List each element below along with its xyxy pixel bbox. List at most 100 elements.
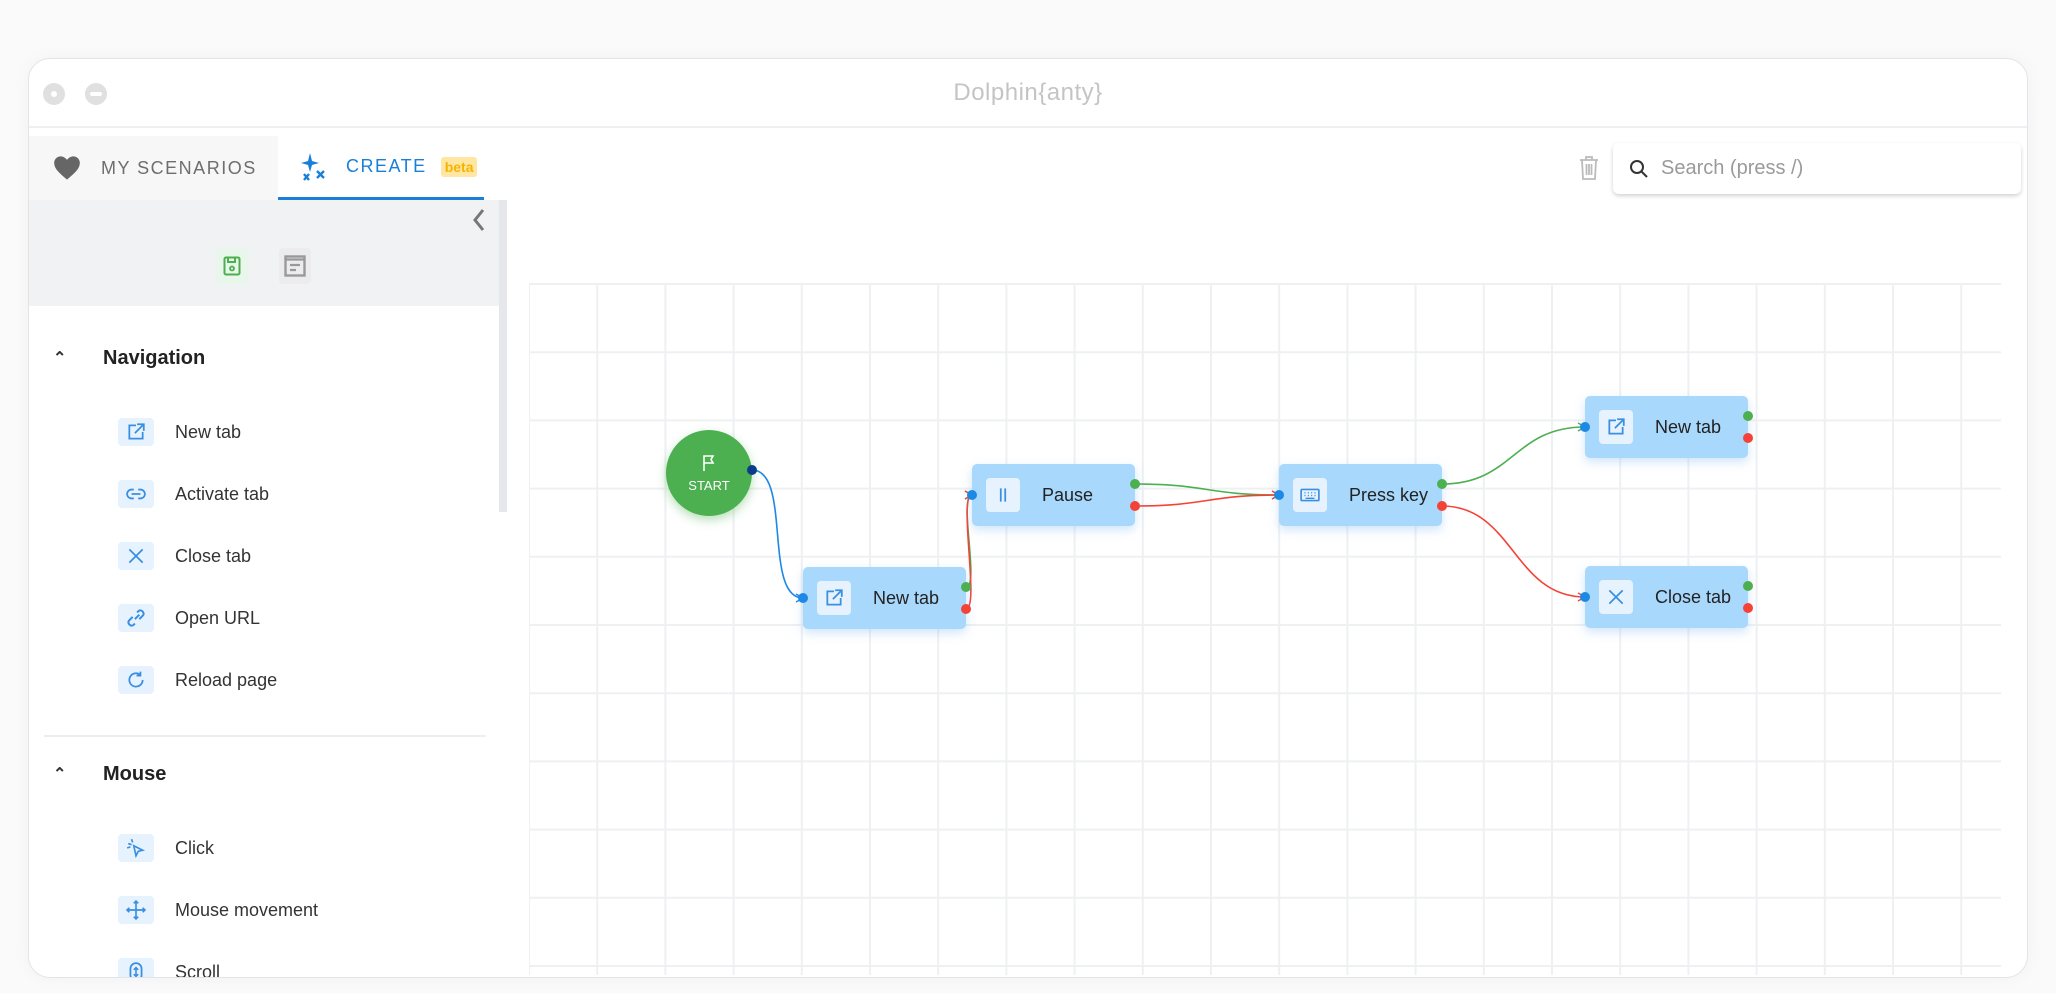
- input-port[interactable]: [967, 490, 977, 500]
- node-icon-box: [1599, 580, 1633, 614]
- search-icon: [1630, 159, 1648, 178]
- success-output-port[interactable]: [1743, 581, 1753, 591]
- node-icon-box: [817, 581, 851, 615]
- node-label: Close tab: [1655, 586, 1732, 607]
- chevron-up-icon: ⌃: [53, 350, 67, 367]
- edge-n2-n3-success[interactable]: [1134, 483, 1280, 496]
- reload-icon: [128, 671, 144, 688]
- external-link-icon: [826, 589, 843, 606]
- search-input[interactable]: [1661, 157, 2001, 180]
- move-arrows-icon: [126, 900, 146, 920]
- collapse-sidebar-button[interactable]: [469, 206, 499, 236]
- sparkles-icon: [301, 152, 325, 181]
- item-label: Click: [175, 837, 214, 858]
- input-port[interactable]: [1580, 592, 1590, 602]
- success-output-port[interactable]: [1130, 479, 1140, 489]
- item-icon-box: [118, 958, 154, 977]
- node-close-tab[interactable]: Close tab: [1585, 566, 1748, 628]
- node-icon-box: [986, 478, 1020, 512]
- node-label: New tab: [873, 587, 940, 608]
- sidebar-item-mouse-movement[interactable]: Mouse movement: [118, 892, 318, 928]
- section-divider: [44, 735, 486, 737]
- app-window: Dolphin{anty} MY SCENARIOS CREATE beta ⌃…: [28, 58, 2028, 978]
- heart-icon: [54, 156, 80, 180]
- node-label: Press key: [1349, 484, 1429, 505]
- cursor-click-icon: [126, 838, 146, 858]
- error-output-port[interactable]: [1743, 433, 1753, 443]
- close-window-button[interactable]: [43, 83, 65, 105]
- minimize-window-button[interactable]: [85, 83, 107, 105]
- window-title: Dolphin{anty}: [953, 79, 1103, 106]
- start-output-port[interactable]: [747, 465, 757, 475]
- item-icon-box: [118, 542, 154, 570]
- tab-my-scenarios[interactable]: MY SCENARIOS: [29, 136, 278, 200]
- input-port[interactable]: [1580, 422, 1590, 432]
- sidebar-item-activate-tab[interactable]: Activate tab: [118, 476, 269, 512]
- tab-create[interactable]: CREATE beta: [278, 136, 484, 200]
- notes-button[interactable]: [279, 248, 311, 284]
- section-header-navigation[interactable]: ⌃ Navigation: [53, 344, 205, 372]
- start-node[interactable]: START: [666, 430, 752, 516]
- sidebar-item-open-url[interactable]: Open URL: [118, 600, 260, 636]
- sidebar-toolbar: [29, 200, 499, 306]
- success-output-port[interactable]: [1437, 479, 1447, 489]
- edge-start-n1-default[interactable]: [751, 469, 804, 599]
- node-new-tab[interactable]: New tab: [803, 567, 966, 629]
- edge-n3-n4-success[interactable]: [1441, 426, 1586, 485]
- item-icon-box: [118, 896, 154, 924]
- beta-badge: beta: [440, 156, 478, 177]
- sidebar-item-scroll[interactable]: Scroll: [118, 954, 220, 977]
- item-label: New tab: [175, 421, 242, 442]
- sidebar-item-reload-page[interactable]: Reload page: [118, 662, 277, 698]
- sidebar-item-close-tab[interactable]: Close tab: [118, 538, 251, 574]
- error-output-port[interactable]: [1743, 603, 1753, 613]
- item-label: Activate tab: [175, 483, 270, 504]
- success-output-port[interactable]: [961, 582, 971, 592]
- chevron-left-icon: [473, 209, 485, 231]
- section-header-mouse[interactable]: ⌃ Mouse: [53, 760, 166, 788]
- item-label: Close tab: [175, 545, 252, 566]
- tab-label: MY SCENARIOS: [101, 157, 257, 178]
- error-output-port[interactable]: [961, 604, 971, 614]
- pause-icon: [999, 488, 1007, 502]
- section-title: Navigation: [103, 346, 206, 369]
- search-box[interactable]: [1613, 143, 2021, 194]
- section-title: Mouse: [103, 762, 167, 785]
- node-pause[interactable]: Pause: [972, 464, 1135, 526]
- chevron-up-icon: ⌃: [53, 766, 67, 783]
- flag-icon: [703, 454, 715, 471]
- tab-bar: MY SCENARIOS CREATE beta: [29, 136, 499, 200]
- delete-button[interactable]: [1578, 155, 1600, 181]
- close-icon: [128, 548, 144, 564]
- item-icon-box: [118, 604, 154, 632]
- node-icon-box: [1599, 410, 1633, 444]
- error-output-port[interactable]: [1437, 501, 1447, 511]
- node-icon-box: [1293, 478, 1327, 512]
- tab-label: CREATE: [346, 156, 427, 176]
- link-horizontal-icon: [126, 488, 146, 500]
- edge-n3-n5-error[interactable]: [1441, 505, 1586, 598]
- item-label: Mouse movement: [175, 899, 319, 920]
- graph-edges: [529, 283, 2001, 975]
- external-link-icon: [128, 423, 145, 440]
- save-button[interactable]: [216, 248, 248, 284]
- sidebar-item-new-tab[interactable]: New tab: [118, 414, 241, 450]
- sidebar-scrollbar[interactable]: [499, 200, 507, 512]
- success-output-port[interactable]: [1743, 411, 1753, 421]
- error-output-port[interactable]: [1130, 501, 1140, 511]
- edge-n2-n3-error[interactable]: [1134, 494, 1280, 507]
- node-new-tab[interactable]: New tab: [1585, 396, 1748, 458]
- item-label: Reload page: [175, 669, 278, 690]
- node-label: Pause: [1042, 484, 1094, 505]
- external-link-icon: [1608, 418, 1625, 435]
- chain-link-icon: [127, 609, 145, 627]
- node-press-key[interactable]: Press key: [1279, 464, 1442, 526]
- scroll-mouse-icon: [129, 962, 143, 977]
- input-port[interactable]: [798, 593, 808, 603]
- input-port[interactable]: [1274, 490, 1284, 500]
- trash-icon: [1580, 156, 1598, 180]
- sidebar-item-click[interactable]: Click: [118, 830, 214, 866]
- close-icon: [1608, 589, 1624, 605]
